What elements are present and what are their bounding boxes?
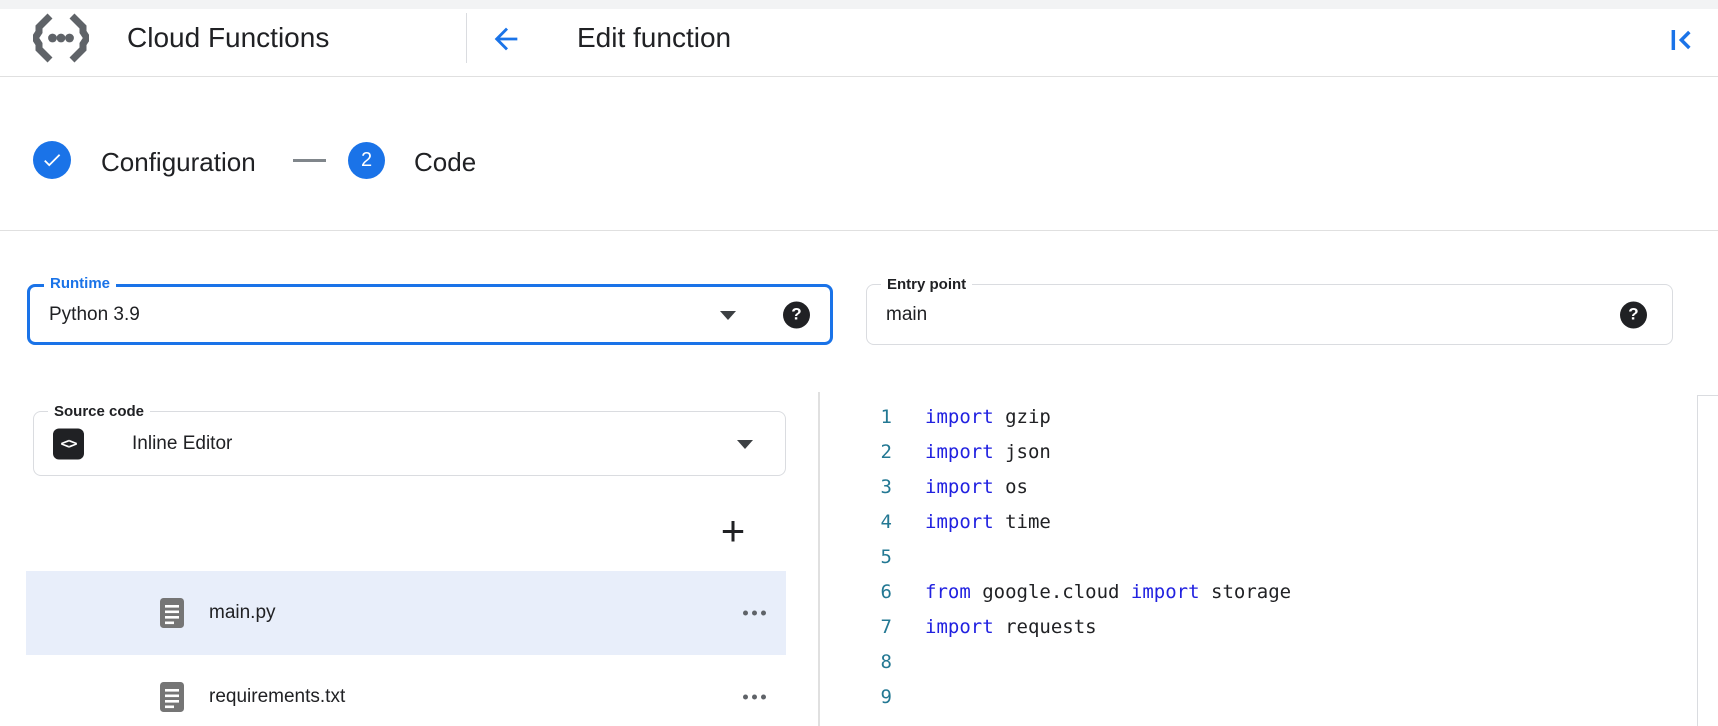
source-code-select[interactable]: Source code <> Inline Editor xyxy=(33,402,786,476)
file-name: requirements.txt xyxy=(209,686,346,707)
file-name: main.py xyxy=(209,602,276,623)
add-file-button[interactable]: + xyxy=(720,507,746,554)
code-lines: 1 import gzip 2 import json 3 import os 4 impor… xyxy=(820,392,1718,715)
line-number: 5 xyxy=(880,546,892,568)
step-configuration-label[interactable]: Configuration xyxy=(101,147,256,177)
runtime-label: Runtime xyxy=(44,274,116,294)
step-code-label[interactable]: Code xyxy=(414,147,477,177)
step-configuration-check-icon[interactable] xyxy=(33,141,71,179)
line-number: 2 xyxy=(880,441,892,463)
source-code-label: Source code xyxy=(48,402,151,422)
stepper-connector xyxy=(293,159,326,162)
line-content: import os xyxy=(925,476,1028,498)
entry-point-value[interactable]: main xyxy=(886,303,928,325)
back-arrow-icon[interactable] xyxy=(489,22,523,56)
line-content: import requests xyxy=(925,616,1097,638)
runtime-dropdown-arrow-icon[interactable] xyxy=(720,310,736,320)
runtime-value: Python 3.9 xyxy=(49,303,140,325)
header-divider xyxy=(466,13,467,63)
code-line[interactable]: 5 xyxy=(820,540,1718,575)
step-code-number-badge[interactable]: 2 xyxy=(348,142,385,179)
editor-divider xyxy=(818,392,820,726)
product-title: Cloud Functions xyxy=(127,22,330,53)
runtime-select[interactable]: Runtime Python 3.9 ? xyxy=(27,274,833,345)
code-icon: <> xyxy=(53,428,84,459)
file-document-icon xyxy=(159,597,185,629)
code-line[interactable]: 9 xyxy=(820,680,1718,715)
entry-point-label: Entry point xyxy=(881,275,973,295)
line-number: 8 xyxy=(880,651,892,673)
file-list: main.py requirements.txt xyxy=(26,571,786,726)
code-line[interactable]: 8 xyxy=(820,645,1718,680)
collapse-panel-icon[interactable] xyxy=(1666,24,1698,56)
line-number: 4 xyxy=(880,511,892,533)
code-line[interactable]: 6 from google.cloud import storage xyxy=(820,575,1718,610)
line-content xyxy=(892,680,925,715)
editor-scrollbar-edge xyxy=(1697,395,1718,396)
line-content: import json xyxy=(925,441,1051,463)
line-content: from google.cloud import storage xyxy=(925,581,1292,603)
file-row[interactable]: main.py xyxy=(26,571,786,655)
code-line[interactable]: 4 import time xyxy=(820,505,1718,540)
line-number: 6 xyxy=(880,581,892,603)
line-content: import gzip xyxy=(925,406,1051,428)
line-content xyxy=(892,540,925,575)
entry-point-field[interactable]: Entry point main ? xyxy=(866,275,1673,345)
window-top-edge xyxy=(0,0,1718,9)
line-content: import time xyxy=(925,511,1051,533)
file-more-menu-icon[interactable] xyxy=(739,603,770,624)
line-content xyxy=(892,645,925,680)
runtime-help-icon[interactable]: ? xyxy=(783,301,810,328)
entry-point-help-icon[interactable]: ? xyxy=(1620,301,1647,328)
line-number: 1 xyxy=(880,406,892,428)
code-editor[interactable]: 1 import gzip 2 import json 3 import os 4 impor… xyxy=(820,392,1718,726)
cloud-functions-logo-icon xyxy=(30,13,92,63)
code-line[interactable]: 3 import os xyxy=(820,470,1718,505)
code-line[interactable]: 7 import requests xyxy=(820,610,1718,645)
file-row[interactable]: requirements.txt xyxy=(26,655,786,726)
source-code-dropdown-arrow-icon[interactable] xyxy=(737,439,753,449)
file-document-icon xyxy=(159,681,185,713)
code-line[interactable]: 1 import gzip xyxy=(820,400,1718,435)
app-header: Cloud Functions Edit function xyxy=(0,9,1718,77)
file-more-menu-icon[interactable] xyxy=(739,687,770,708)
source-code-value: Inline Editor xyxy=(132,432,233,454)
section-divider xyxy=(0,230,1718,231)
page-title: Edit function xyxy=(577,22,732,53)
editor-scrollbar[interactable] xyxy=(1697,395,1698,726)
line-number: 7 xyxy=(880,616,892,638)
line-number: 9 xyxy=(880,686,892,708)
code-line[interactable]: 2 import json xyxy=(820,435,1718,470)
line-number: 3 xyxy=(880,476,892,498)
